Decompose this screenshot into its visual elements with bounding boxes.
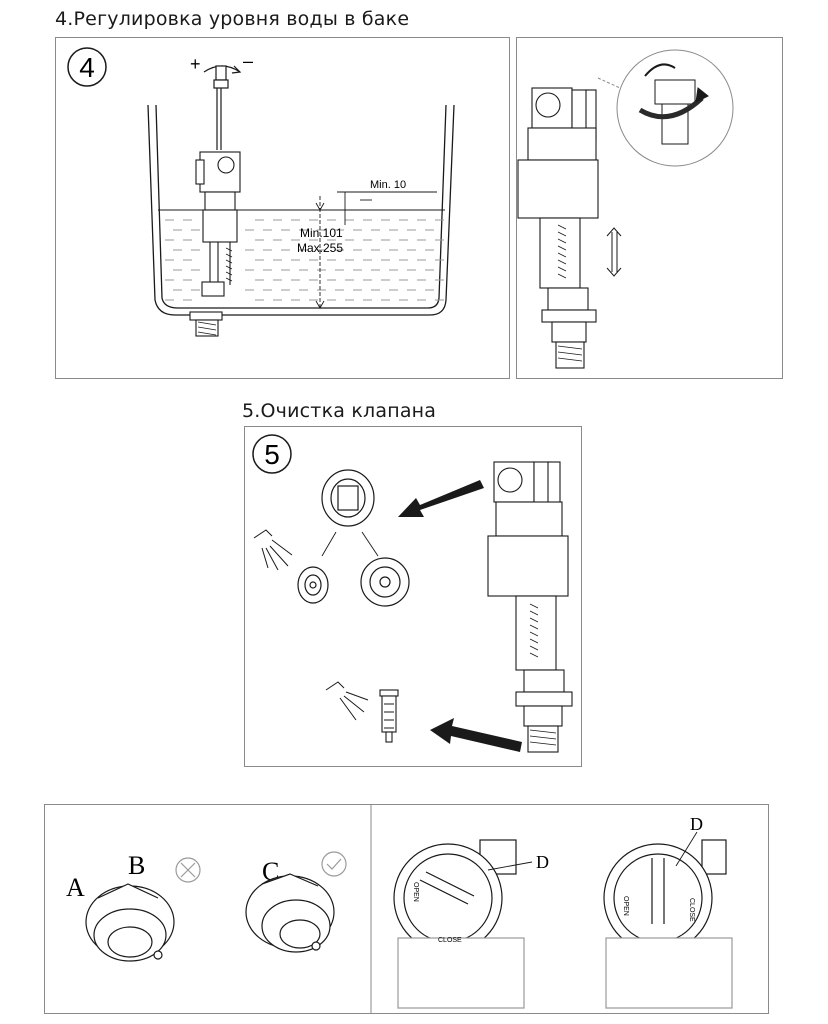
arrow-to-cap-icon — [398, 480, 484, 517]
tank-diagram-panel — [55, 37, 510, 379]
close-label-2: CLOSE — [688, 898, 695, 922]
cleaning-panel — [244, 426, 582, 767]
adjust-screw-icon — [203, 65, 242, 150]
open-label-2: OPEN — [622, 896, 629, 916]
up-down-arrow-icon — [606, 227, 622, 277]
label-a: A — [66, 873, 85, 902]
correct-mark-icon — [321, 851, 347, 877]
step-5-number: 5 — [264, 439, 280, 470]
valve-thread-hatch — [197, 247, 233, 336]
valve-adjust-panel — [516, 37, 783, 379]
water-spray-icon-2 — [325, 681, 369, 721]
min101-label: Min.101 — [300, 226, 343, 240]
filter-part — [379, 689, 399, 743]
valve-cap-assembly — [321, 469, 375, 527]
bottom-panel — [44, 804, 769, 1014]
section4-title: 4.Регулировка уровня воды в баке — [55, 8, 410, 30]
label-d1: D — [536, 852, 549, 872]
max255-label: Max.255 — [297, 241, 343, 255]
minus-sign: – — [243, 51, 253, 71]
pointer-d1 — [487, 861, 533, 871]
section5-title: 5.Очистка клапана — [242, 400, 437, 422]
wrong-mark-icon — [175, 857, 201, 883]
valve-head-closed — [603, 839, 733, 1009]
step-5-badge: 5 — [252, 434, 292, 474]
label-b: B — [128, 851, 145, 880]
open-label-1: OPEN — [412, 882, 419, 902]
valve-head-open — [393, 839, 525, 1009]
step-4-number: 4 — [79, 52, 95, 83]
fill-valve-in-tank — [189, 151, 241, 337]
water-hatching — [165, 219, 444, 301]
valve-body-part — [360, 557, 410, 607]
tank-outline — [147, 104, 455, 316]
label-d2: D — [690, 814, 703, 834]
water-spray-icon — [253, 529, 293, 571]
fill-valve-full — [487, 461, 573, 753]
pointer-d2 — [675, 831, 698, 867]
plus-sign: + — [190, 54, 201, 74]
step-4-badge: 4 — [67, 47, 107, 87]
connector-lines — [321, 531, 379, 557]
zoom-callout — [597, 49, 734, 167]
min10-label: Min. 10 — [370, 179, 406, 191]
dimension-lines — [315, 191, 437, 309]
full-valve-thread-hatch — [529, 603, 557, 746]
cap-wrong-assembly — [85, 883, 175, 962]
cap-correct-assembly — [245, 873, 335, 953]
close-label-1: CLOSE — [438, 937, 462, 944]
arrow-to-filter-icon — [430, 718, 522, 752]
diaphragm-part — [297, 566, 329, 604]
side-valve-thread-hatch — [557, 224, 583, 362]
